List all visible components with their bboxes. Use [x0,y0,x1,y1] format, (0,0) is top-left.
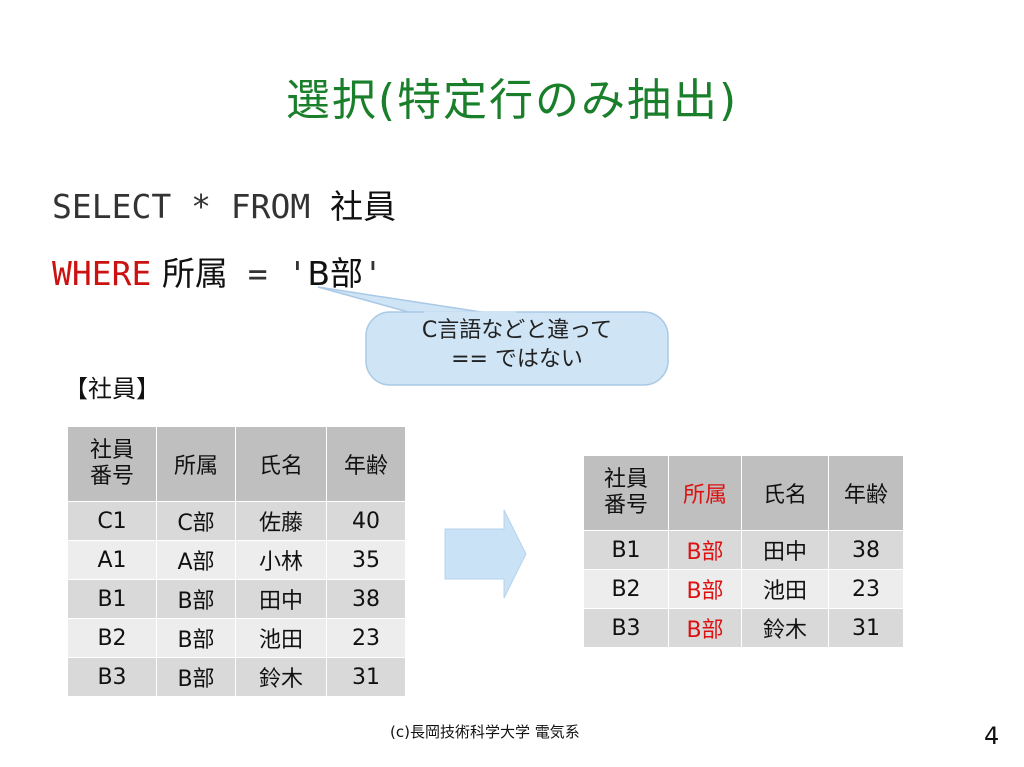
cell-number: B3 [583,608,669,648]
cell-name: 小林 [235,540,327,580]
cell-department: B部 [668,608,742,648]
table-row: B1 B部 田中 38 [583,530,904,570]
cell-name: 鈴木 [741,608,829,648]
page-number: 4 [984,722,1000,750]
header-employee-number: 社員 番号 [603,467,648,518]
callout-text: C言語などと違って == ではない [366,316,668,374]
table-label: 【社員】 [64,375,160,403]
cell-age: 31 [828,608,904,648]
table-header-row: 社員 番号 所属 氏名 年齢 [67,426,406,502]
cell-department: C部 [156,501,236,541]
cell-number: B1 [67,579,157,619]
cell-age: 31 [326,657,406,697]
sql-line-1: SELECT * FROM 社員 [52,180,396,228]
cell-name: 池田 [235,618,327,658]
table-row: B2 B部 池田 23 [67,618,406,658]
header-age: 年齢 [326,426,406,502]
table-header-row: 社員 番号 所属 氏名 年齢 [583,455,904,531]
cell-department: B部 [156,657,236,697]
sql-column-name: 所属 [151,254,228,293]
sql-line-2: WHERE 所属 = 'B部' [52,247,383,295]
table-row: B2 B部 池田 23 [583,569,904,609]
footer-copyright: (c)長岡技術科学大学 電気系 [390,723,580,741]
cell-department: A部 [156,540,236,580]
slide-title: 選択(特定行のみ抽出) [285,75,739,126]
sql-quote-end: ' [362,254,383,293]
cell-number: A1 [67,540,157,580]
table-row: C1 C部 佐藤 40 [67,501,406,541]
cell-department: B部 [668,569,742,609]
cell-department: B部 [156,618,236,658]
sql-where-keyword: WHERE [52,254,152,293]
cell-age: 35 [326,540,406,580]
employee-table-result: 社員 番号 所属 氏名 年齢 B1 B部 田中 38 B2 B部 池田 23 B… [583,455,904,648]
cell-age: 40 [326,501,406,541]
header-department: 所属 [156,426,236,502]
header-department: 所属 [668,455,742,531]
sql-value: B部 [307,254,363,293]
cell-department: B部 [156,579,236,619]
cell-age: 23 [326,618,406,658]
table-row: B3 B部 鈴木 31 [67,657,406,697]
header-name: 氏名 [235,426,327,502]
cell-department: B部 [668,530,742,570]
header-cell: 社員 番号 [67,426,157,502]
callout-line-1: C言語などと違って [421,318,613,343]
cell-name: 池田 [741,569,829,609]
cell-name: 田中 [235,579,327,619]
cell-number: C1 [67,501,157,541]
table-row: A1 A部 小林 35 [67,540,406,580]
employee-table-original: 社員 番号 所属 氏名 年齢 C1 C部 佐藤 40 A1 A部 小林 35 B… [67,426,406,697]
table-row: B1 B部 田中 38 [67,579,406,619]
cell-number: B2 [583,569,669,609]
right-arrow-icon [444,509,527,599]
sql-select-keyword: SELECT * FROM [52,187,331,226]
header-employee-number: 社員 番号 [89,438,134,489]
cell-name: 田中 [741,530,829,570]
table-row: B3 B部 鈴木 31 [583,608,904,648]
cell-age: 23 [828,569,904,609]
sql-table-name: 社員 [330,187,397,226]
callout-line-2: == ではない [451,347,583,372]
header-name: 氏名 [741,455,829,531]
cell-number: B1 [583,530,669,570]
cell-name: 鈴木 [235,657,327,697]
cell-name: 佐藤 [235,501,327,541]
cell-age: 38 [828,530,904,570]
cell-number: B3 [67,657,157,697]
header-cell: 社員 番号 [583,455,669,531]
sql-operator: = ' [227,254,308,293]
header-age: 年齢 [828,455,904,531]
cell-number: B2 [67,618,157,658]
cell-age: 38 [326,579,406,619]
